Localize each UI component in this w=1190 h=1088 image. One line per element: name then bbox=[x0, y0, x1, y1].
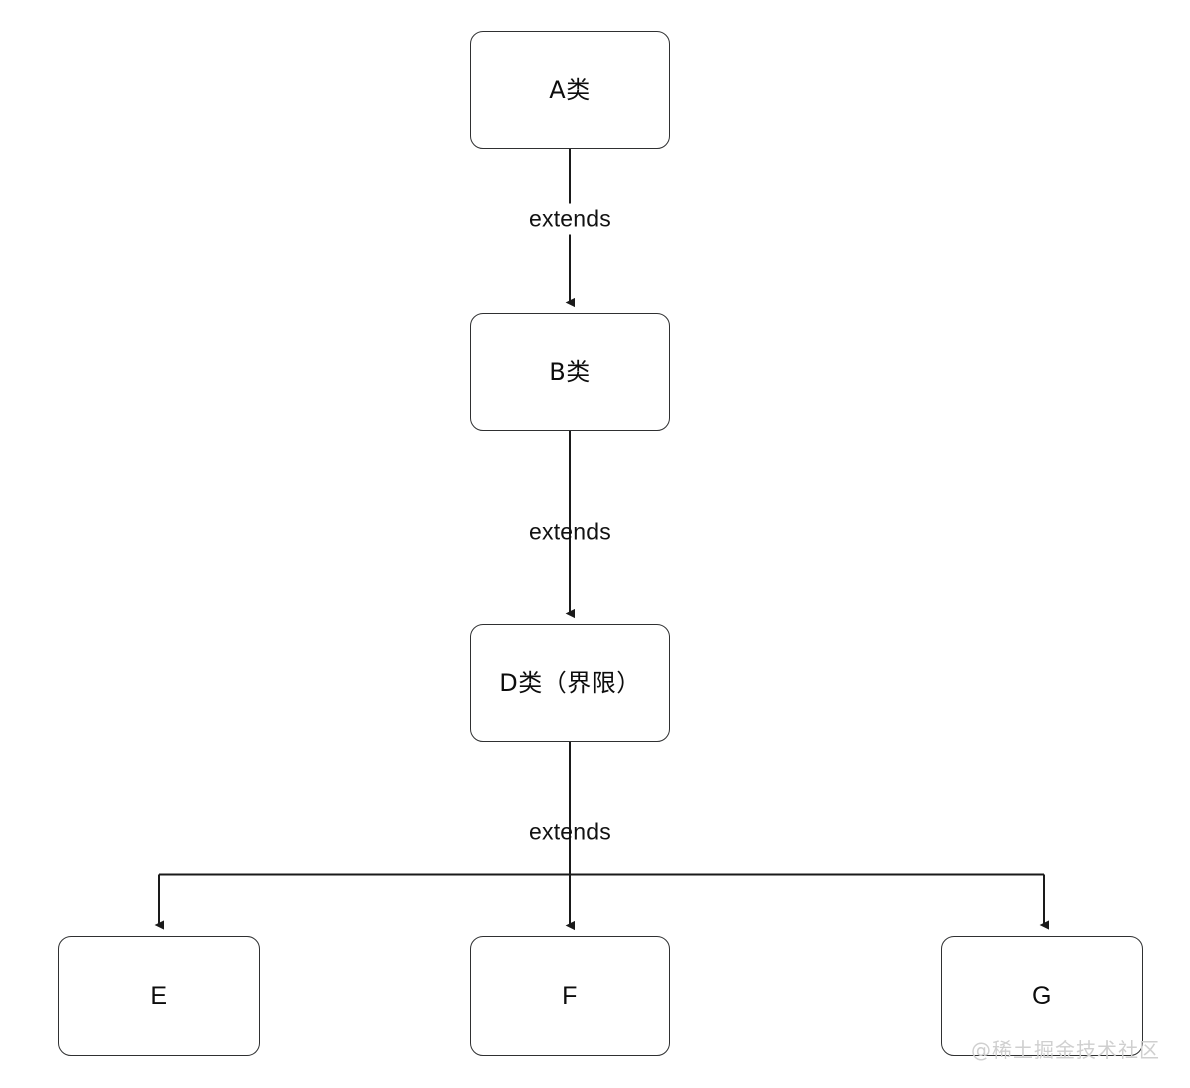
node-g[interactable]: G bbox=[941, 936, 1143, 1056]
watermark: @稀土掘金技术社区 bbox=[971, 1038, 1160, 1062]
node-e[interactable]: E bbox=[58, 936, 260, 1056]
edge-label-a-b: extends bbox=[523, 203, 617, 235]
node-a[interactable]: A类 bbox=[470, 31, 670, 149]
node-b[interactable]: B类 bbox=[470, 313, 670, 431]
edge-label-b-d: extends bbox=[529, 518, 611, 545]
node-d-label: D类（界限） bbox=[499, 669, 641, 697]
node-f-label: F bbox=[562, 981, 578, 1010]
node-g-label: G bbox=[1032, 981, 1052, 1010]
node-d[interactable]: D类（界限） bbox=[470, 624, 670, 742]
node-e-label: E bbox=[150, 981, 168, 1010]
node-f[interactable]: F bbox=[470, 936, 670, 1056]
node-a-label: A类 bbox=[549, 76, 591, 104]
edge-label-d-children: extends bbox=[529, 818, 611, 845]
node-b-label: B类 bbox=[549, 358, 591, 386]
